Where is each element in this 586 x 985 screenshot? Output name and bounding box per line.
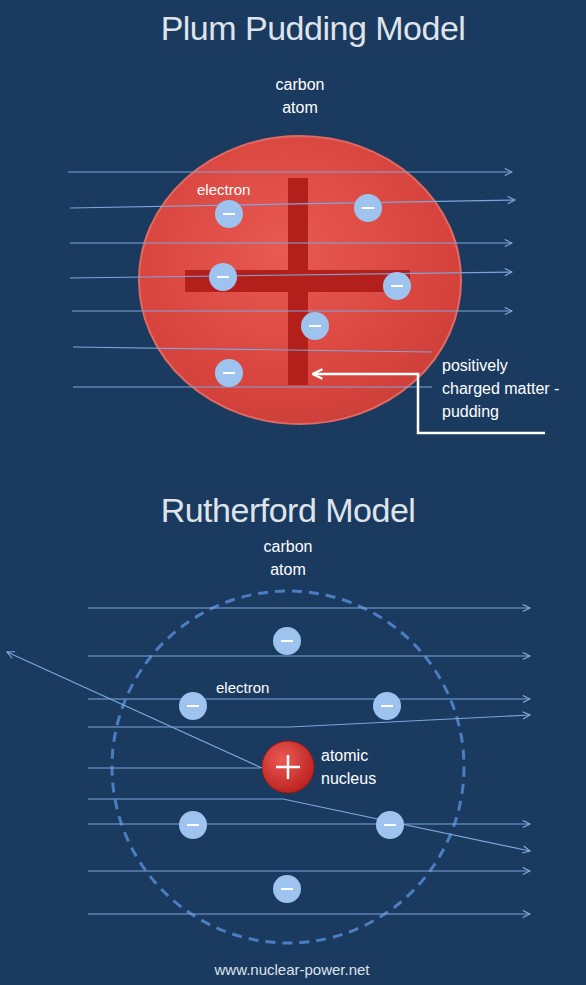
watermark: www.nuclear-power.net xyxy=(214,960,369,980)
nucleus-label: atomic nucleus xyxy=(321,744,376,790)
electron-symbol xyxy=(376,811,404,839)
label-holder: positively charged matter - pudding xyxy=(442,354,564,423)
label-holder: Plum Pudding Model xyxy=(161,8,466,48)
label-holder: Rutherford Model xyxy=(161,490,416,530)
label-holder: electron xyxy=(216,678,269,698)
pudding-cross xyxy=(185,270,410,292)
alpha-path xyxy=(88,913,530,914)
minus-sign xyxy=(381,705,393,707)
atom-boundary xyxy=(112,591,464,943)
minus-sign xyxy=(187,824,199,826)
part-label: electron xyxy=(216,678,269,698)
atom-caption: carbon atom xyxy=(264,535,313,581)
alpha-path xyxy=(88,607,530,608)
pudding-sphere xyxy=(139,136,461,424)
alpha-path xyxy=(88,698,530,699)
label-holder: electron xyxy=(197,180,250,200)
label-holder: carbon atom xyxy=(264,535,313,581)
electron-ball xyxy=(376,811,404,839)
nucleus-ball xyxy=(262,741,314,793)
electron-ball xyxy=(179,692,207,720)
electron-ball xyxy=(373,692,401,720)
alpha-path xyxy=(88,655,530,656)
electron-ball xyxy=(273,627,301,655)
label-holder: www.nuclear-power.net xyxy=(214,960,369,980)
minus-sign xyxy=(281,888,293,890)
minus-sign xyxy=(187,705,199,707)
section-title: Plum Pudding Model xyxy=(161,8,466,48)
part-label: electron xyxy=(197,180,250,200)
atomic-nucleus-outline xyxy=(261,740,315,794)
plus-sign xyxy=(276,755,300,779)
atomic-nucleus: atomic nucleus xyxy=(261,740,315,794)
electron-symbol xyxy=(179,811,207,839)
pudding-atom: carbon atom xyxy=(138,135,462,425)
alpha-path xyxy=(88,767,260,768)
electron-ball xyxy=(179,811,207,839)
electron-symbol xyxy=(373,692,401,720)
alpha-path xyxy=(7,652,262,768)
section-title: Rutherford Model xyxy=(161,490,416,530)
minus-sign xyxy=(384,824,396,826)
alpha-path xyxy=(88,870,530,871)
label-holder: carbon atom xyxy=(276,73,325,119)
label-holder: atomic nucleus xyxy=(321,744,376,790)
alpha-path xyxy=(88,799,530,851)
minus-sign xyxy=(281,640,293,642)
electron-symbol xyxy=(273,875,301,903)
pudding-atom-outline xyxy=(138,135,462,425)
alpha-path xyxy=(88,715,530,727)
atom-caption: carbon atom xyxy=(276,73,325,119)
part-label: positively charged matter - pudding xyxy=(442,354,564,423)
electron-ball xyxy=(273,875,301,903)
electron-symbol xyxy=(273,627,301,655)
electron-symbol xyxy=(179,692,207,720)
rutherford-atom: carbon atomatomic nucleus xyxy=(110,589,466,945)
alpha-path xyxy=(88,823,530,824)
